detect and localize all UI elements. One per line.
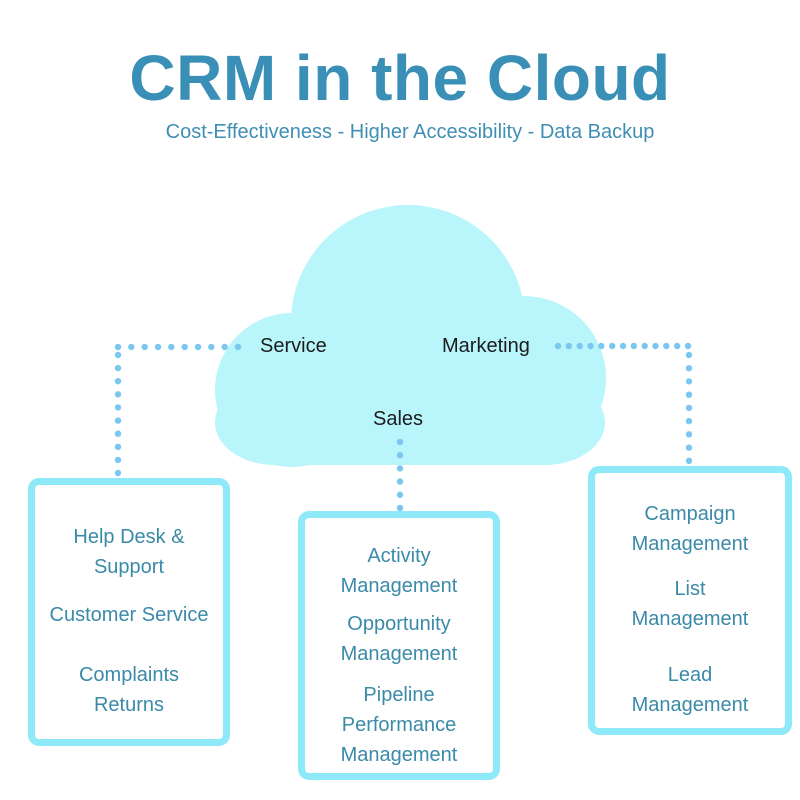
marketing-connector-dot: [685, 391, 693, 398]
marketing-connector-dot: [598, 342, 605, 350]
marketing-connector-dot: [663, 342, 670, 350]
service-connector-dot: [114, 456, 122, 464]
service-connector-dot: [114, 469, 122, 477]
marketing-connector-dot: [619, 342, 627, 350]
service-connector-dot: [168, 343, 175, 351]
cloud-fill: [292, 330, 526, 465]
marketing-connector-dot: [685, 365, 693, 372]
service-item-help-desk: Help Desk & Support: [73, 526, 185, 578]
sales-connector-dot: [396, 465, 404, 472]
service-connector-dot: [154, 343, 162, 351]
service-connector-dot: [114, 343, 122, 351]
service-connector-dot: [114, 430, 122, 437]
service-connector-dot: [181, 343, 188, 351]
service-item-customer-service: Customer Service: [49, 604, 209, 626]
marketing-connector-dot: [685, 417, 693, 425]
sales-item-pipeline: Pipeline Performance Management: [340, 684, 458, 766]
service-connector-dot: [194, 343, 202, 351]
marketing-connector-dot: [685, 457, 693, 464]
marketing-connector-dot: [685, 378, 693, 385]
marketing-connector-dot: [685, 431, 693, 438]
marketing-connector-dot: [554, 342, 562, 350]
page-title: CRM in the Cloud: [129, 42, 671, 114]
marketing-connector-dot: [587, 342, 594, 350]
sales-item-opportunity: Opportunity Management: [340, 613, 458, 665]
marketing-item-lead: Lead Management: [631, 664, 749, 716]
marketing-connector-dot: [684, 342, 692, 350]
cloud-label-sales: Sales: [373, 408, 424, 430]
marketing-connector-dot: [641, 342, 648, 350]
marketing-connector-dot: [685, 351, 693, 359]
marketing-item-campaign: Campaign Management: [631, 503, 749, 555]
marketing-connector-dot: [652, 342, 659, 350]
sales-connector-dot: [396, 504, 404, 512]
service-connector-dot: [221, 343, 228, 351]
service-connector-dot: [208, 343, 215, 351]
sales-connector-dot: [396, 452, 404, 459]
service-connector-dot: [114, 351, 122, 359]
marketing-connector-dot: [674, 342, 681, 350]
marketing-connector-dot: [630, 342, 637, 350]
service-connector-dot: [114, 404, 122, 411]
service-connector-dot: [141, 343, 148, 351]
cloud-label-marketing: Marketing: [442, 335, 530, 357]
sales-item-activity: Activity Management: [340, 545, 458, 597]
marketing-item-list: List Management: [631, 578, 749, 630]
page-subtitle: Cost-Effectiveness - Higher Accessibilit…: [165, 121, 655, 143]
service-item-complaints: Complaints Returns: [78, 664, 180, 716]
service-connector-dot: [234, 343, 242, 351]
service-connector-dot: [114, 443, 122, 450]
marketing-box: Campaign Management List Management Lead…: [588, 466, 792, 735]
sales-connector-dot: [396, 491, 404, 498]
sales-box: Activity Management Opportunity Manageme…: [298, 511, 500, 780]
service-connector-dot: [114, 364, 122, 372]
service-connector-dot: [114, 378, 122, 385]
sales-connector-dot: [396, 478, 404, 485]
connector-lines: [114, 342, 693, 512]
marketing-connector-dot: [685, 444, 693, 451]
service-connector-dot: [114, 391, 122, 398]
marketing-connector-dot: [609, 342, 616, 350]
marketing-connector-dot: [685, 404, 693, 412]
marketing-connector-dot: [565, 342, 572, 350]
cloud-label-service: Service: [260, 335, 327, 357]
cloud-shape: [215, 205, 606, 467]
service-connector-dot: [114, 417, 122, 424]
marketing-connector-dot: [576, 342, 583, 350]
service-box: Help Desk & Support Customer Service Com…: [28, 478, 230, 746]
sales-connector-dot: [396, 438, 404, 446]
service-connector-dot: [128, 343, 135, 351]
